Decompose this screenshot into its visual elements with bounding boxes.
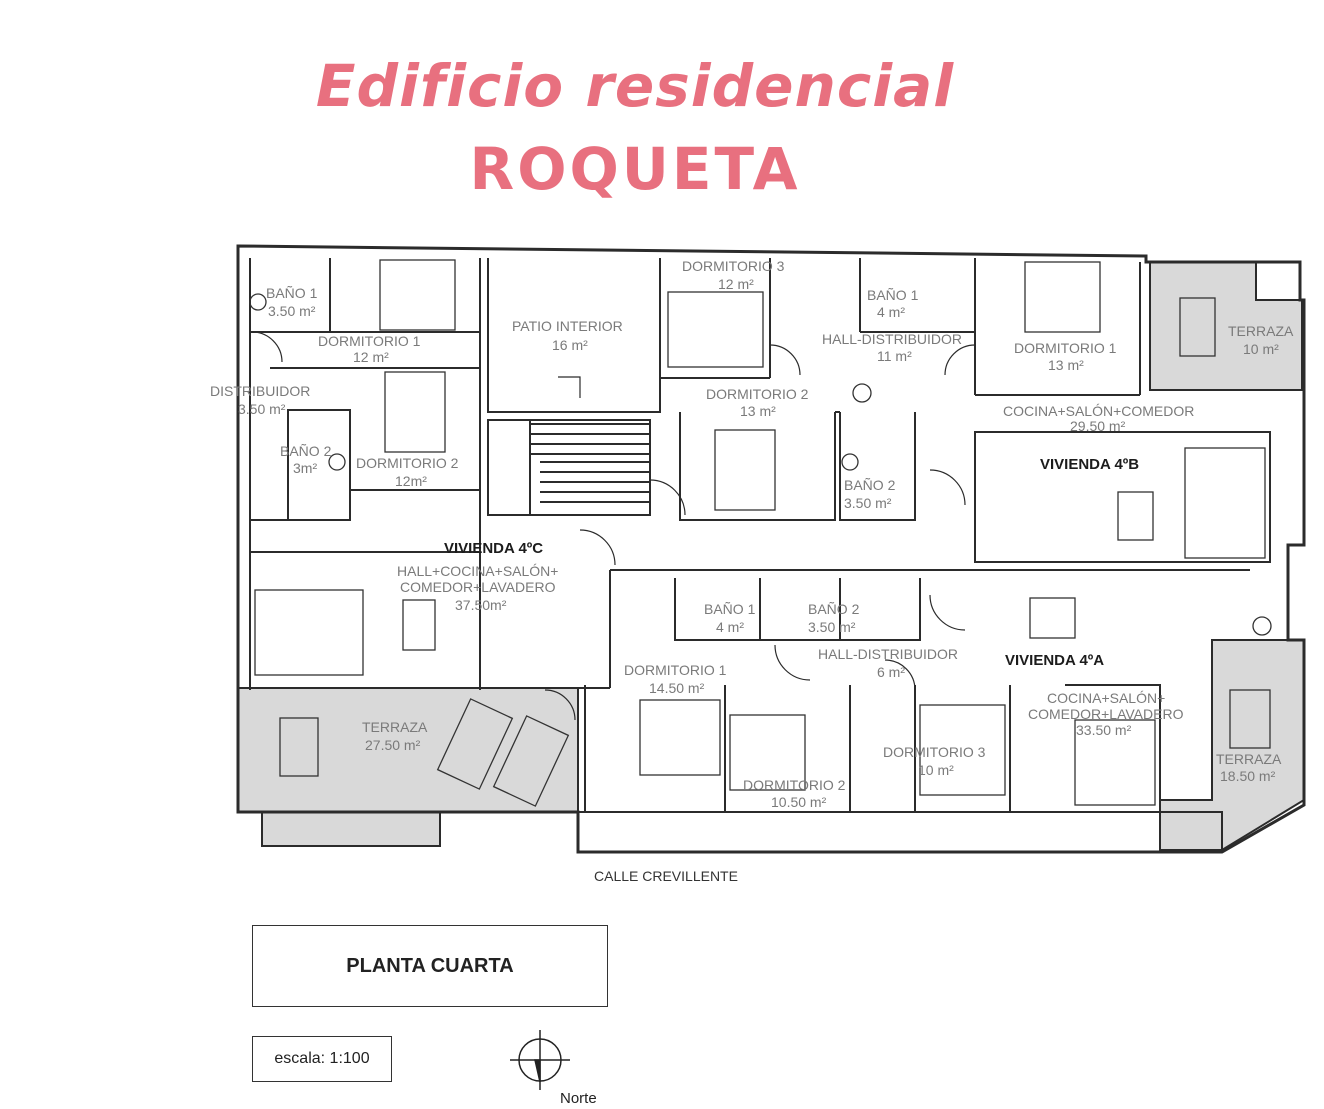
sofa-icon [254,589,364,676]
unit-4c-label: VIVIENDA 4ºC [444,540,543,557]
a-living-area: 33.50 m² [1076,722,1132,738]
sunbed-icon [436,698,514,790]
b-hall-name: HALL-DISTRIBUIDOR [822,331,962,347]
a-dorm3-name: DORMITORIO 3 [883,744,986,760]
washbasin-icon [1252,616,1272,636]
a-terraza-name: TERRAZA [1216,751,1282,767]
a-terraza-area: 18.50 m² [1220,768,1276,784]
a-bano2-name: BAÑO 2 [808,601,860,617]
bed-icon [919,704,1006,796]
b-living-area: 29.50 m² [1070,418,1126,434]
c-distribuidor-name: DISTRIBUIDOR [210,383,310,399]
b-terraza-name: TERRAZA [1228,323,1294,339]
a-bano1-name: BAÑO 1 [704,601,756,617]
unit-4b-label: VIVIENDA 4ºB [1040,456,1139,473]
table-icon [1179,297,1216,357]
c-living-name1: HALL+COCINA+SALÓN+ [397,563,558,579]
b-bano1-area: 4 m² [877,304,905,320]
bed-icon [639,699,721,776]
front-slab [578,811,1223,852]
sunbed-icon [492,715,570,807]
room-labels: BAÑO 1 3.50 m² DORMITORIO 1 12 m² DISTRI… [210,258,1294,810]
table-icon [279,717,319,777]
b-dorm1-area: 13 m² [1048,357,1084,373]
b-dorm3-name: DORMITORIO 3 [682,258,785,274]
patio-name: PATIO INTERIOR [512,318,623,334]
bed-icon [714,429,776,511]
washbasin-icon [249,293,267,311]
outer-wall [236,244,1306,854]
c-living-name2: COMEDOR+LAVADERO [400,579,556,595]
table-icon [1117,491,1154,541]
table-icon [402,599,436,651]
a-hall-name: HALL-DISTRIBUIDOR [818,646,958,662]
a-dorm2-area: 10.50 m² [771,794,827,810]
sofa-icon [1184,447,1266,559]
bed-icon [379,259,456,331]
b-bano1-name: BAÑO 1 [867,287,919,303]
bed-icon [1024,261,1101,333]
bed-icon [384,371,446,453]
c-bano2-area: 3m² [293,460,317,476]
b-hall-area: 11 m² [877,348,912,364]
bed-icon [729,714,806,791]
street-label: CALLE CREVILLENTE [594,868,738,884]
terrace-4c-area [237,687,579,847]
b-dorm2-name: DORMITORIO 2 [706,386,809,402]
b-terraza-area: 10 m² [1243,341,1279,357]
table-icon [1029,597,1076,639]
building-name: ROQUETA [469,135,801,203]
sofa-icon [1074,719,1156,806]
north-arrow-icon [510,1030,570,1090]
unit-4a-label: VIVIENDA 4ºA [1005,652,1104,669]
patio-area: 16 m² [552,337,588,353]
c-dorm2-area: 12m² [395,473,427,489]
scale-box: escala: 1:100 [252,1036,392,1082]
building-title: Edificio residencial [315,52,955,120]
c-bano2-name: BAÑO 2 [280,443,332,459]
a-dorm1-name: DORMITORIO 1 [624,662,727,678]
c-dorm2-name: DORMITORIO 2 [356,455,459,471]
b-dorm2-area: 13 m² [740,403,776,419]
a-bano2-area: 3.50 m² [808,619,856,635]
c-dorm1-name: DORMITORIO 1 [318,333,421,349]
c-dorm1-area: 12 m² [353,349,389,365]
c-distribuidor-area: 3.50 m² [238,401,286,417]
c-terraza-name: TERRAZA [362,719,428,735]
c-terraza-area: 27.50 m² [365,737,421,753]
washbasin-icon [852,383,872,403]
a-dorm3-area: 10 m² [918,762,954,778]
a-living-name2: COMEDOR+LAVADERO [1028,706,1184,722]
b-bano2-name: BAÑO 2 [844,477,896,493]
washbasin-icon [841,453,859,471]
a-bano1-area: 4 m² [716,619,744,635]
c-living-area: 37.50m² [455,597,507,613]
table-icon [1229,689,1271,749]
bed-icon [667,291,764,368]
washbasin-icon [328,453,346,471]
b-living-name: COCINA+SALÓN+COMEDOR [1003,403,1194,419]
c-bano1-area: 3.50 m² [268,303,316,319]
b-dorm3-area: 12 m² [718,276,754,292]
b-dorm1-name: DORMITORIO 1 [1014,340,1117,356]
floor-name-box: PLANTA CUARTA [252,925,608,1007]
a-hall-area: 6 m² [877,664,905,680]
c-bano1-name: BAÑO 1 [266,285,318,301]
north-label: Norte [560,1090,597,1107]
a-dorm1-area: 14.50 m² [649,680,705,696]
a-living-name1: COCINA+SALÓN+ [1047,690,1165,706]
a-dorm2-name: DORMITORIO 2 [743,777,846,793]
b-bano2-area: 3.50 m² [844,495,892,511]
furniture [249,259,1272,807]
